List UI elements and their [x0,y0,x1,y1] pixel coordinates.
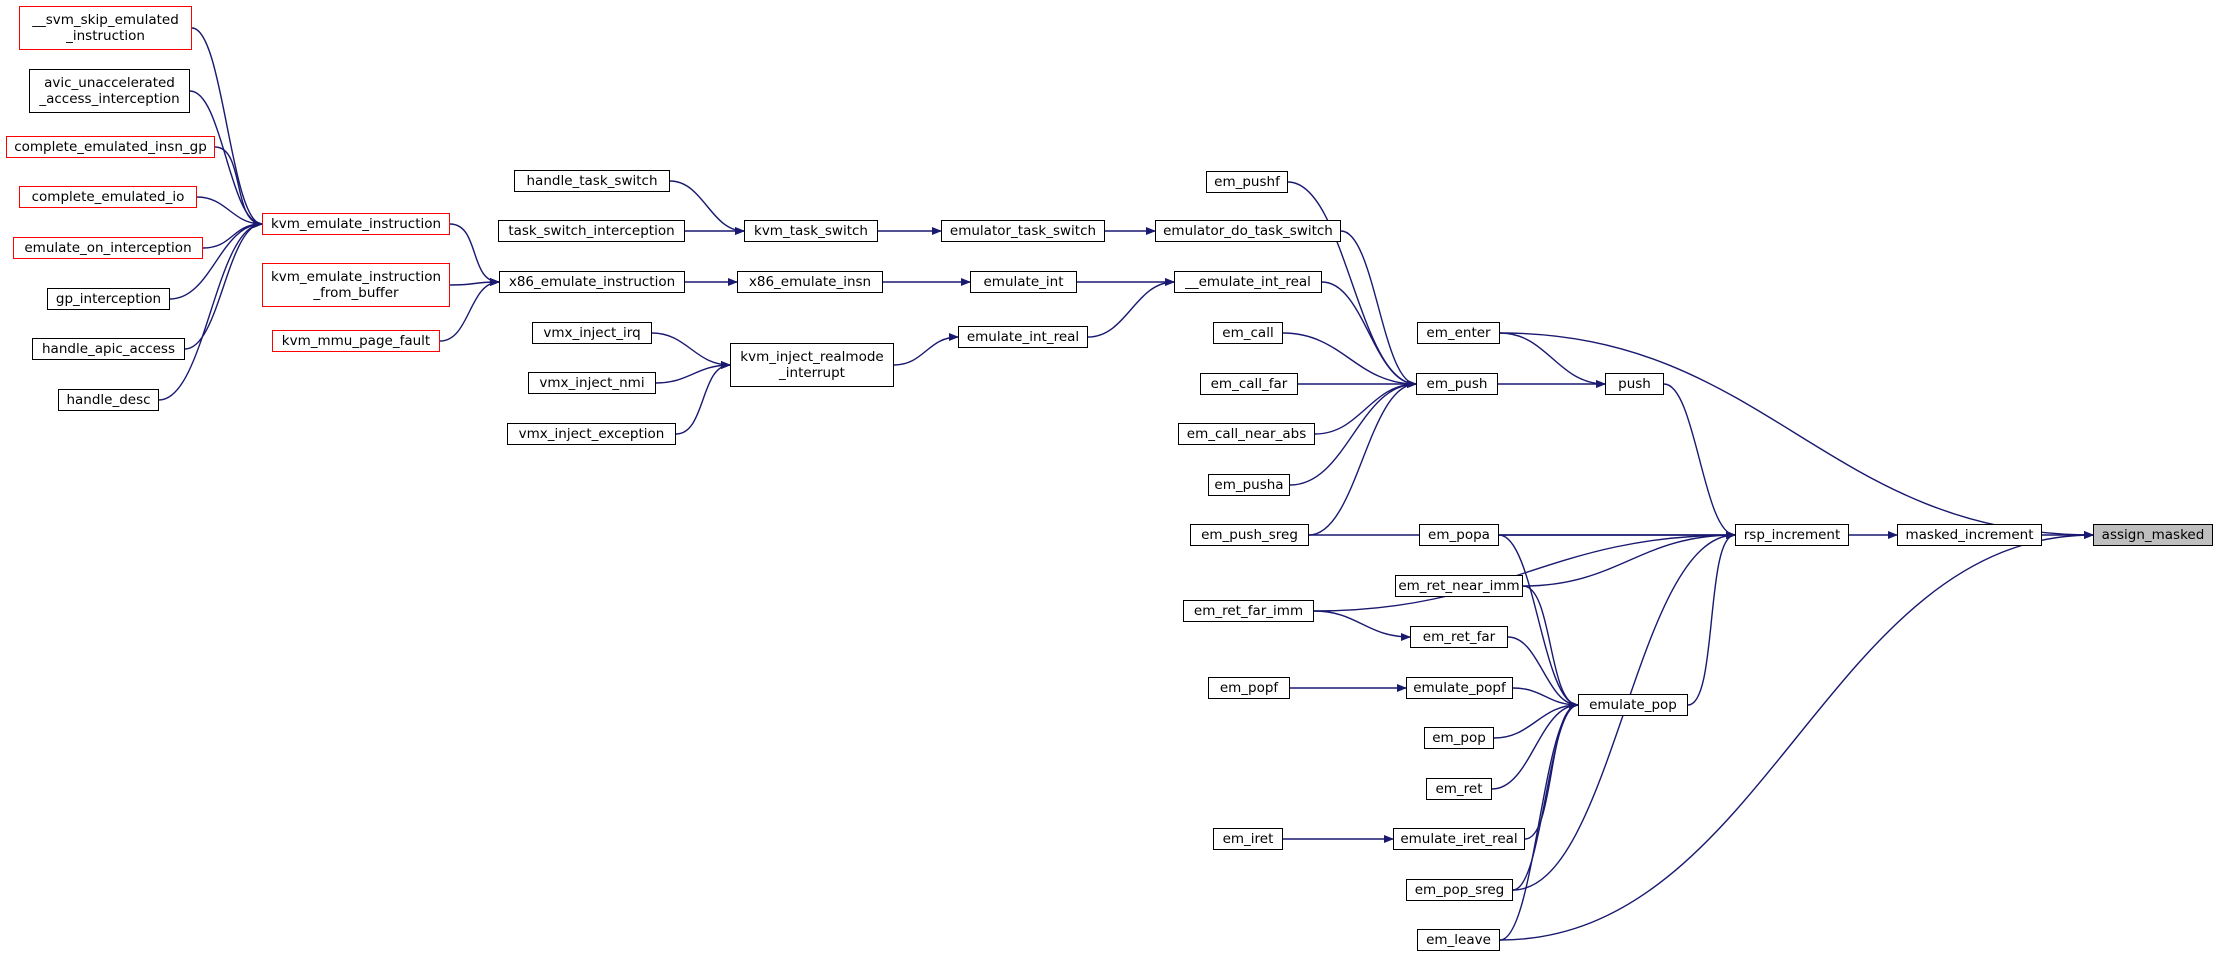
node-em-ret-far-imm[interactable]: em_ret_far_imm [1183,600,1314,622]
node-em-popf[interactable]: em_popf [1208,677,1290,699]
edge-handle_apic_access-to-kvm_emulate_instruction [184,220,263,350]
edge-vmx_inject_irq-to-kvm_inject_realmode_interrupt [651,332,731,369]
node-em-ret-far[interactable]: em_ret_far [1410,626,1508,648]
edge-emulate_pop-to-rsp_increment [1687,531,1736,706]
node-kvm-emulate-instruction[interactable]: kvm_emulate_instruction [262,213,450,235]
node-em-pop-sreg[interactable]: em_pop_sreg [1406,879,1513,901]
edge-em_ret_far_imm-to-em_ret_far [1313,610,1411,641]
node-em-ret[interactable]: em_ret [1426,778,1492,800]
node-avic-unaccelerated-access-interception[interactable]: avic_unaccelerated _access_interception [29,69,190,113]
node-kvm-inject-realmode-interrupt[interactable]: kvm_inject_realmode _interrupt [730,343,894,387]
node-kvm-emulate-instruction-from-buffer[interactable]: kvm_emulate_instruction _from_buffer [262,263,450,307]
node-complete-emulated-io[interactable]: complete_emulated_io [19,186,197,208]
node-vmx-inject-irq[interactable]: vmx_inject_irq [532,322,652,344]
node-emulator-do-task-switch[interactable]: emulator_do_task_switch [1155,220,1341,242]
edge-emulate_iret_real-to-emulate_pop [1524,701,1579,840]
node-em-pop[interactable]: em_pop [1424,727,1494,749]
node-vmx-inject-exception[interactable]: vmx_inject_exception [507,423,676,445]
node-em-enter[interactable]: em_enter [1417,322,1500,344]
node-handle-desc[interactable]: handle_desc [58,389,159,411]
node-masked-increment[interactable]: masked_increment [1897,524,2042,546]
edge-handle_task_switch-to-kvm_task_switch [669,180,745,235]
node-em-push[interactable]: em_push [1416,373,1498,395]
node-x86-emulate-insn[interactable]: x86_emulate_insn [737,271,883,293]
node-emulate-int-real[interactable]: emulate_int_real [958,326,1088,348]
edge-complete_emulated_insn_gp-to-kvm_emulate_instruction [214,146,263,228]
edge-em_pop-to-emulate_pop [1493,701,1579,739]
node-em-ret-near-imm[interactable]: em_ret_near_imm [1395,575,1523,597]
edge-gp_interception-to-kvm_emulate_instruction [169,220,263,300]
node-kvm-task-switch[interactable]: kvm_task_switch [744,220,878,242]
edge-vmx_inject_nmi-to-kvm_inject_realmode_interrupt [655,361,731,384]
edge-em_pop_sreg-to-emulate_pop [1512,701,1579,891]
edge-em_enter-to-assign_masked [1499,332,2094,539]
node-emulate-int[interactable]: emulate_int [970,271,1077,293]
edge-vmx_inject_exception-to-kvm_inject_realmode_interrupt [675,361,731,435]
edge-svm_skip_emulated_instruction-to-kvm_emulate_instruction [191,27,263,228]
node-em-pushf[interactable]: em_pushf [1206,171,1288,193]
node-handle-task-switch[interactable]: handle_task_switch [514,170,670,192]
edge-em_leave-to-assign_masked [1499,531,2094,941]
node-kvm-mmu-page-fault[interactable]: kvm_mmu_page_fault [272,330,440,352]
node-emulate-on-interception[interactable]: emulate_on_interception [13,237,203,259]
node-em-pusha[interactable]: em_pusha [1208,474,1290,496]
node-gp-interception[interactable]: gp_interception [47,288,170,310]
node-emulator-task-switch[interactable]: emulator_task_switch [941,220,1105,242]
node-rsp-increment[interactable]: rsp_increment [1735,524,1849,546]
edge-em_ret_far-to-emulate_pop [1507,636,1579,709]
node-emulate-iret-real[interactable]: emulate_iret_real [1393,828,1525,850]
node-x86-emulate-instruction[interactable]: x86_emulate_instruction [499,271,685,293]
node-em-call[interactable]: em_call [1213,322,1283,344]
edge-em_pusha-to-em_push [1289,380,1417,486]
node-emulate-int-real[interactable]: __emulate_int_real [1174,271,1322,293]
node-em-leave[interactable]: em_leave [1417,929,1500,951]
node-emulate-pop[interactable]: emulate_pop [1578,694,1688,716]
edge-kvm_inject_realmode_interrupt-to-emulate_int_real [893,333,959,366]
node-em-popa[interactable]: em_popa [1419,524,1499,546]
node-complete-emulated-insn-gp[interactable]: complete_emulated_insn_gp [6,136,215,158]
node-em-iret[interactable]: em_iret [1213,828,1283,850]
node-assign-masked: assign_masked [2093,524,2213,546]
edge-emulate_int_real-to-em_push [1321,281,1417,388]
edge-em_call-to-em_push [1282,332,1417,388]
edge-em_leave-to-emulate_pop [1499,701,1579,941]
edge-em_ret-to-emulate_pop [1491,701,1579,790]
node-push[interactable]: push [1605,373,1664,395]
node-em-call-near-abs[interactable]: em_call_near_abs [1178,423,1315,445]
edge-emulate_int_real-to-emulate_int_real [1087,278,1175,338]
node-em-call-far[interactable]: em_call_far [1200,373,1298,395]
edge-kvm_emulate_instruction-to-x86_emulate_instruction [449,223,500,286]
edge-push-to-rsp_increment [1663,383,1736,539]
node-task-switch-interception[interactable]: task_switch_interception [498,220,685,242]
edge-em_ret_near_imm-to-emulate_pop [1522,585,1579,709]
edge-em_enter-to-push [1499,332,1606,388]
edge-em_ret_far_imm-to-rsp_increment [1313,531,1736,612]
edge-em_ret_near_imm-to-rsp_increment [1522,531,1736,587]
edge-em_call_near_abs-to-em_push [1314,380,1417,435]
node-svm-skip-emulated-instruction[interactable]: __svm_skip_emulated _instruction [19,6,192,50]
edge-em_push_sreg-to-em_push [1308,380,1417,536]
node-handle-apic-access[interactable]: handle_apic_access [32,338,185,360]
edge-emulator_do_task_switch-to-em_push [1340,230,1417,388]
node-em-push-sreg[interactable]: em_push_sreg [1190,524,1309,546]
node-vmx-inject-nmi[interactable]: vmx_inject_nmi [528,372,656,394]
edge-handle_desc-to-kvm_emulate_instruction [158,220,263,401]
node-emulate-popf[interactable]: emulate_popf [1406,677,1513,699]
edge-kvm_mmu_page_fault-to-x86_emulate_instruction [439,278,500,342]
